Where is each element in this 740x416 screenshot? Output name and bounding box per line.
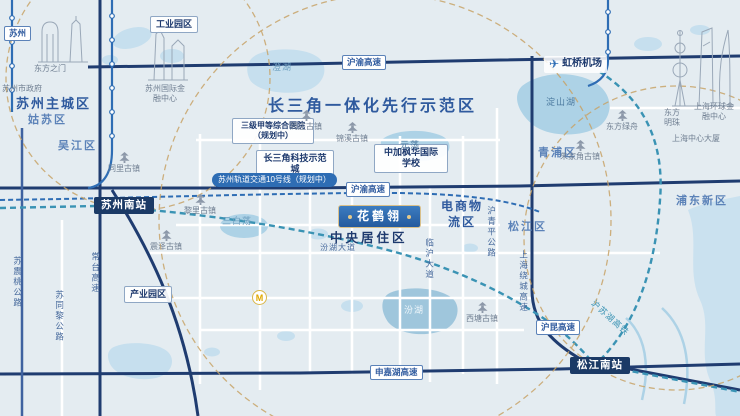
road-pill-huyu-mid: 沪渝高速 — [346, 182, 391, 197]
road-pill-hukun: 沪昆高速 — [536, 320, 581, 335]
road-pill-huyu-top: 沪渝高速 — [342, 55, 387, 70]
zone-label-suzhou-main: 苏州主城区 — [16, 96, 92, 111]
pagoda-icon — [195, 194, 206, 205]
metro-line-17 — [587, 0, 610, 88]
zone-circle-layer — [5, 0, 740, 416]
label-gate-of-orient: 东方之门 — [34, 64, 66, 73]
road-label-fenhu-ave: 汾湖大道 — [320, 243, 356, 252]
zone-circle-demo — [158, 0, 612, 416]
label-swfc: 上海环球金融中心 — [694, 102, 734, 121]
district-label-pudong: 浦东新区 — [676, 195, 728, 207]
golden-arches-icon: M — [252, 290, 267, 305]
metro-stations — [9, 9, 611, 139]
water-label-chenghu: 澄湖 — [272, 62, 293, 72]
hsr-branch-airport — [599, 70, 662, 361]
ecommerce-zone-label: 电商物流区 — [440, 199, 483, 229]
station-songjiang-south: 松江南站 — [570, 357, 630, 375]
landmark-zhujiajiao: 朱家角古镇 — [560, 140, 600, 162]
road-pill-shenjiahu: 申嘉湖高速 — [370, 365, 423, 380]
airport-label: 虹桥机场 — [562, 58, 603, 70]
landmark-label: 朱家角古镇 — [560, 152, 600, 161]
logo-ornament-left — [348, 214, 352, 219]
highway-huyu-mid — [0, 179, 740, 190]
pill-metro-line-10: 苏州轨道交通10号线（规划中） — [212, 173, 337, 187]
road-label-changtai: 常台高速 — [90, 252, 101, 294]
box-school: 中加枫华国际学校 — [374, 144, 448, 173]
district-label-gusu: 姑苏区 — [28, 114, 67, 126]
project-core-label: 中央居住区 — [330, 231, 408, 245]
landmark-label: 同里古镇 — [108, 164, 140, 173]
district-label-qingpu: 青浦区 — [538, 147, 577, 159]
box-industrial-park: 工业园区 — [150, 16, 199, 34]
landmark-label: 黎里古镇 — [184, 206, 216, 215]
landmark-xitang: 西塘古镇 — [466, 302, 498, 324]
pagoda-icon — [301, 110, 312, 121]
road-label-linhu: 临沪大道 — [424, 238, 435, 280]
landmark-label: 周庄古镇 — [290, 122, 322, 131]
water-label-dianshan: 淀山湖 — [546, 97, 577, 107]
station-suzhou-south: 苏州南站 — [94, 197, 154, 215]
landmark-label: 东方绿舟 — [606, 122, 638, 131]
district-label-songjiang: 松江区 — [508, 221, 547, 233]
box-industry-park: 产业园区 — [124, 286, 173, 304]
label-sifc: 苏州国际金融中心 — [145, 84, 185, 103]
sketch-shanghai-skyline — [672, 27, 734, 107]
highway-huyu-top — [87, 54, 740, 69]
landmark-lili: 黎里古镇 — [184, 194, 216, 216]
sketch-suzhou-gate — [38, 16, 88, 63]
road-label-sutongli: 苏同黎公路 — [54, 290, 65, 343]
district-label-wujiang: 吴江区 — [58, 140, 97, 152]
highway-shenjiahu — [0, 362, 740, 376]
pagoda-icon — [617, 110, 628, 121]
box-hospital: 三级甲等综合医院（规划中） — [232, 118, 314, 144]
label-shanghai-tower: 上海中心大厦 — [672, 134, 720, 143]
airport-hongqiao: ✈ 虹桥机场 — [544, 56, 608, 73]
project-name: 花鹤翎 — [357, 209, 403, 223]
road-label-suzhentao: 苏震桃公路 — [12, 256, 23, 309]
pagoda-icon — [575, 140, 586, 151]
pagoda-icon — [161, 230, 172, 241]
landmark-tongli: 同里古镇 — [108, 152, 140, 174]
zone-label-demo: 长三角一体化先行示范区 — [268, 98, 478, 115]
landmark-zhenze: 震泽古镇 — [150, 230, 182, 252]
water-label-yuandang: 元荡 — [400, 140, 421, 150]
landmark-lvzhou: 东方绿舟 — [606, 110, 638, 132]
road-label-raocheng: 上海绕城高速 — [518, 250, 529, 313]
sketch-sifc-towers — [148, 29, 188, 81]
zone-circle-suzhou — [5, 0, 271, 211]
landmark-jinxi: 锦溪古镇 — [336, 122, 368, 144]
pagoda-icon — [477, 302, 488, 313]
landmark-label: 震泽古镇 — [150, 242, 182, 251]
water-label-fenhu: 汾湖 — [404, 305, 425, 315]
pagoda-icon — [119, 152, 130, 163]
landmark-zhouzhuang: 周庄古镇 — [290, 110, 322, 132]
landmark-label: 锦溪古镇 — [336, 134, 368, 143]
pagoda-icon — [347, 122, 358, 133]
road-label-huqingping: 沪青平公路 — [486, 206, 497, 259]
plane-icon: ✈ — [549, 57, 560, 71]
zone-circle-shanghai — [523, 85, 740, 391]
logo-ornament-right — [407, 214, 412, 219]
badge-suzhou: 苏州 — [4, 26, 32, 41]
project-logo: 花鹤翎 — [338, 205, 422, 228]
hsr-line — [0, 204, 740, 394]
landmark-label: 西塘古镇 — [466, 314, 498, 323]
label-suzhou-gov: 苏州市政府 — [2, 84, 42, 93]
label-oriental-pearl: 东方明珠 — [664, 108, 680, 127]
metro-line-left — [87, 0, 114, 190]
water-label-sanbaidang: 三白荡 — [222, 216, 253, 226]
